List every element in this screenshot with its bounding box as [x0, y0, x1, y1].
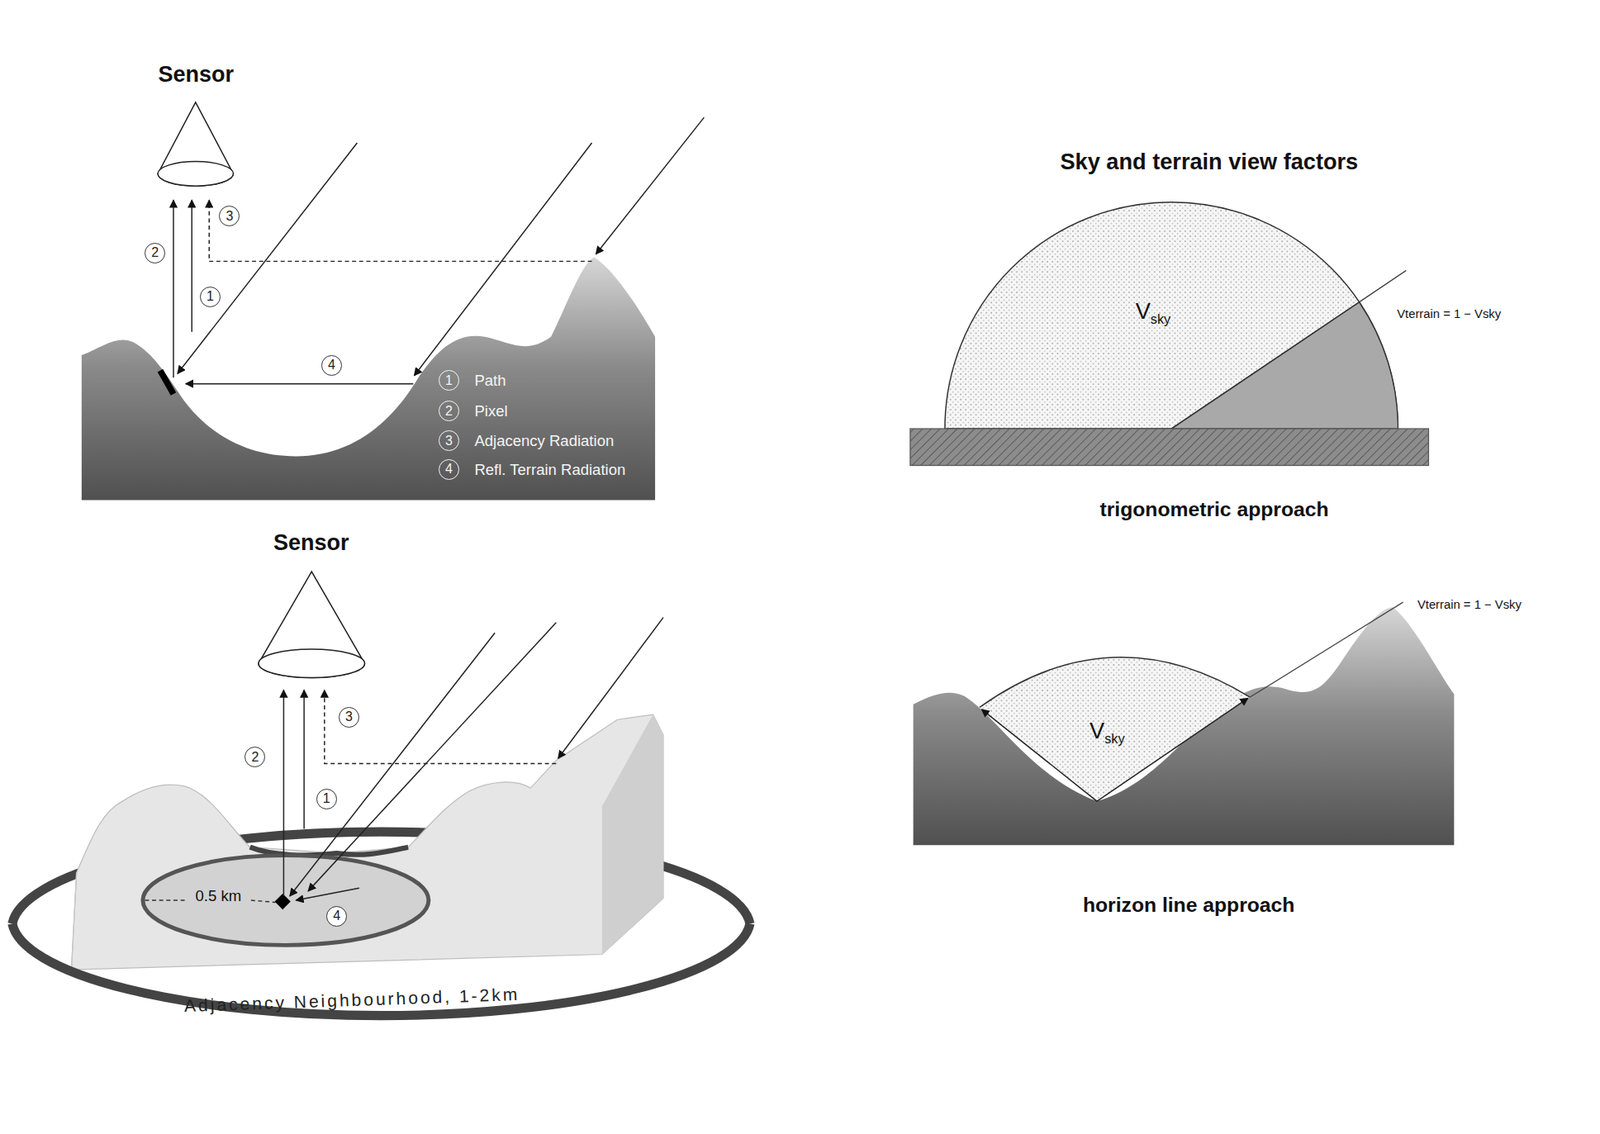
view-factor-dome: [910, 202, 1430, 466]
callout-number: 4: [438, 459, 460, 480]
region-label: Adjacency Neighbourhood, 1-2km: [184, 983, 521, 1016]
callout-number: 4: [332, 909, 341, 923]
callout-number: 2: [251, 750, 259, 765]
callout-number: 4: [327, 358, 336, 372]
panel-caption: trigonometric approach: [1099, 498, 1329, 522]
sensor-cone: Sensor: [151, 61, 241, 190]
terrain-profile: [81, 256, 656, 500]
view-factor-label: Vsky: [1089, 717, 1126, 746]
callout-number: 1: [322, 792, 331, 806]
callout-number: 2: [438, 400, 460, 422]
sensor-cone: [258, 571, 365, 678]
legend-text: Pixel: [474, 402, 508, 420]
callout-number: 2: [445, 404, 453, 418]
legend-text: Adjacency Radiation: [474, 432, 614, 450]
callout-number: 2: [244, 746, 266, 768]
radiation-rays: [173, 117, 704, 385]
panel-caption: horizon line approach: [1082, 893, 1296, 917]
sensor-label: Sensor: [253, 530, 370, 556]
callout-number: 2: [151, 246, 159, 260]
legend-text: Refl. Terrain Radiation: [474, 460, 626, 479]
legend-text: Path: [474, 371, 506, 390]
dimension-label: 0.5 km: [193, 887, 245, 905]
callout-number: 3: [438, 430, 460, 452]
callout-number: 1: [316, 788, 338, 810]
callout-number: 1: [445, 374, 453, 388]
view-factor-label: Vterrain = 1 − Vsky: [1417, 598, 1522, 613]
callout-number: 1: [199, 286, 221, 308]
view-factor-label: Vterrain = 1 − Vsky: [1396, 307, 1501, 322]
view-factor-horizon: [913, 602, 1455, 846]
sensor-cone: Sensor: [253, 530, 370, 682]
sensor-aperture: [258, 649, 365, 679]
terrain-block: [12, 714, 751, 1017]
callout-number: 4: [445, 462, 453, 476]
callout-number: 1: [438, 370, 460, 391]
callout-number: 4: [321, 355, 342, 376]
callout-number: 1: [206, 289, 214, 304]
sensor-label: Sensor: [151, 61, 241, 88]
callout-number: 4: [326, 906, 347, 927]
callout-number: 2: [144, 242, 166, 264]
panel-title: Sky and terrain view factors: [1060, 148, 1359, 175]
sensor-aperture: [157, 161, 233, 186]
callout-number: 3: [445, 434, 453, 448]
callout-number: 3: [218, 205, 240, 227]
callout-number: 3: [345, 710, 353, 724]
sensor-cone: [157, 102, 233, 186]
callout-number: 3: [225, 209, 233, 224]
callout-number: 3: [338, 707, 360, 728]
view-factor-label: Vsky: [1135, 298, 1172, 327]
